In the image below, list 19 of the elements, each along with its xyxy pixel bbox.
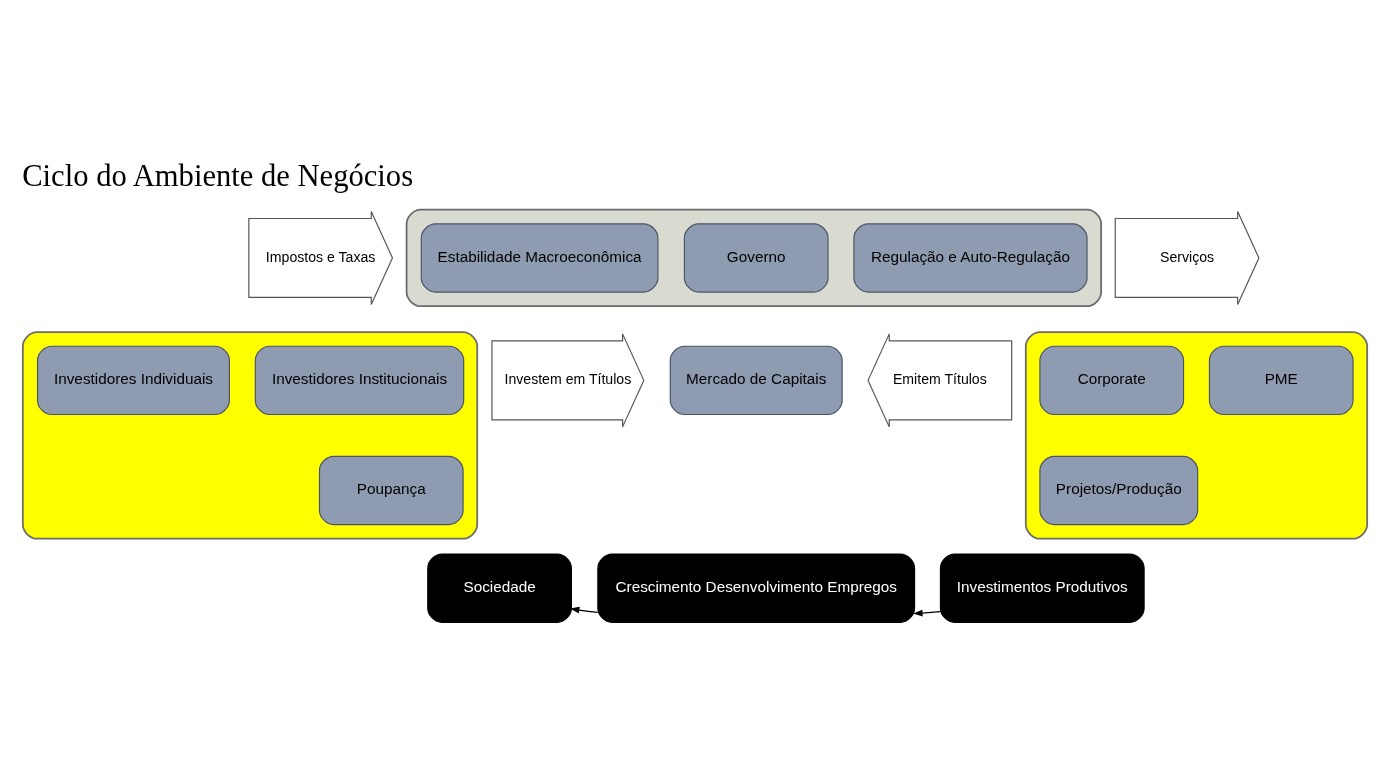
node-box: Crescimento Desenvolvimento Empregos: [597, 552, 916, 623]
node-box: Investidores Institucionais: [254, 345, 465, 415]
cluster: [405, 208, 1102, 307]
node-box: Governo: [683, 222, 829, 293]
node-box: Investimentos Produtivos: [939, 552, 1145, 623]
arrow: [913, 609, 941, 616]
node-box: Corporate: [1039, 345, 1185, 415]
node-box: Mercado de Capitais: [669, 345, 843, 415]
arrow: [570, 606, 599, 613]
node-box: Projetos/Produção: [1039, 455, 1199, 525]
node-box: Sociedade: [427, 552, 572, 623]
node-box: Regulação e Auto-Regulação: [853, 222, 1088, 293]
diagram-title: Ciclo do Ambiente de Negócios: [22, 158, 414, 193]
cluster: [1024, 330, 1369, 540]
node-box: Estabilidade Macroeconômica: [420, 222, 659, 293]
node-box: PME: [1208, 345, 1354, 415]
cluster: [21, 330, 479, 540]
node-box: Poupança: [318, 455, 464, 525]
node-box: Investidores Individuais: [36, 345, 230, 415]
